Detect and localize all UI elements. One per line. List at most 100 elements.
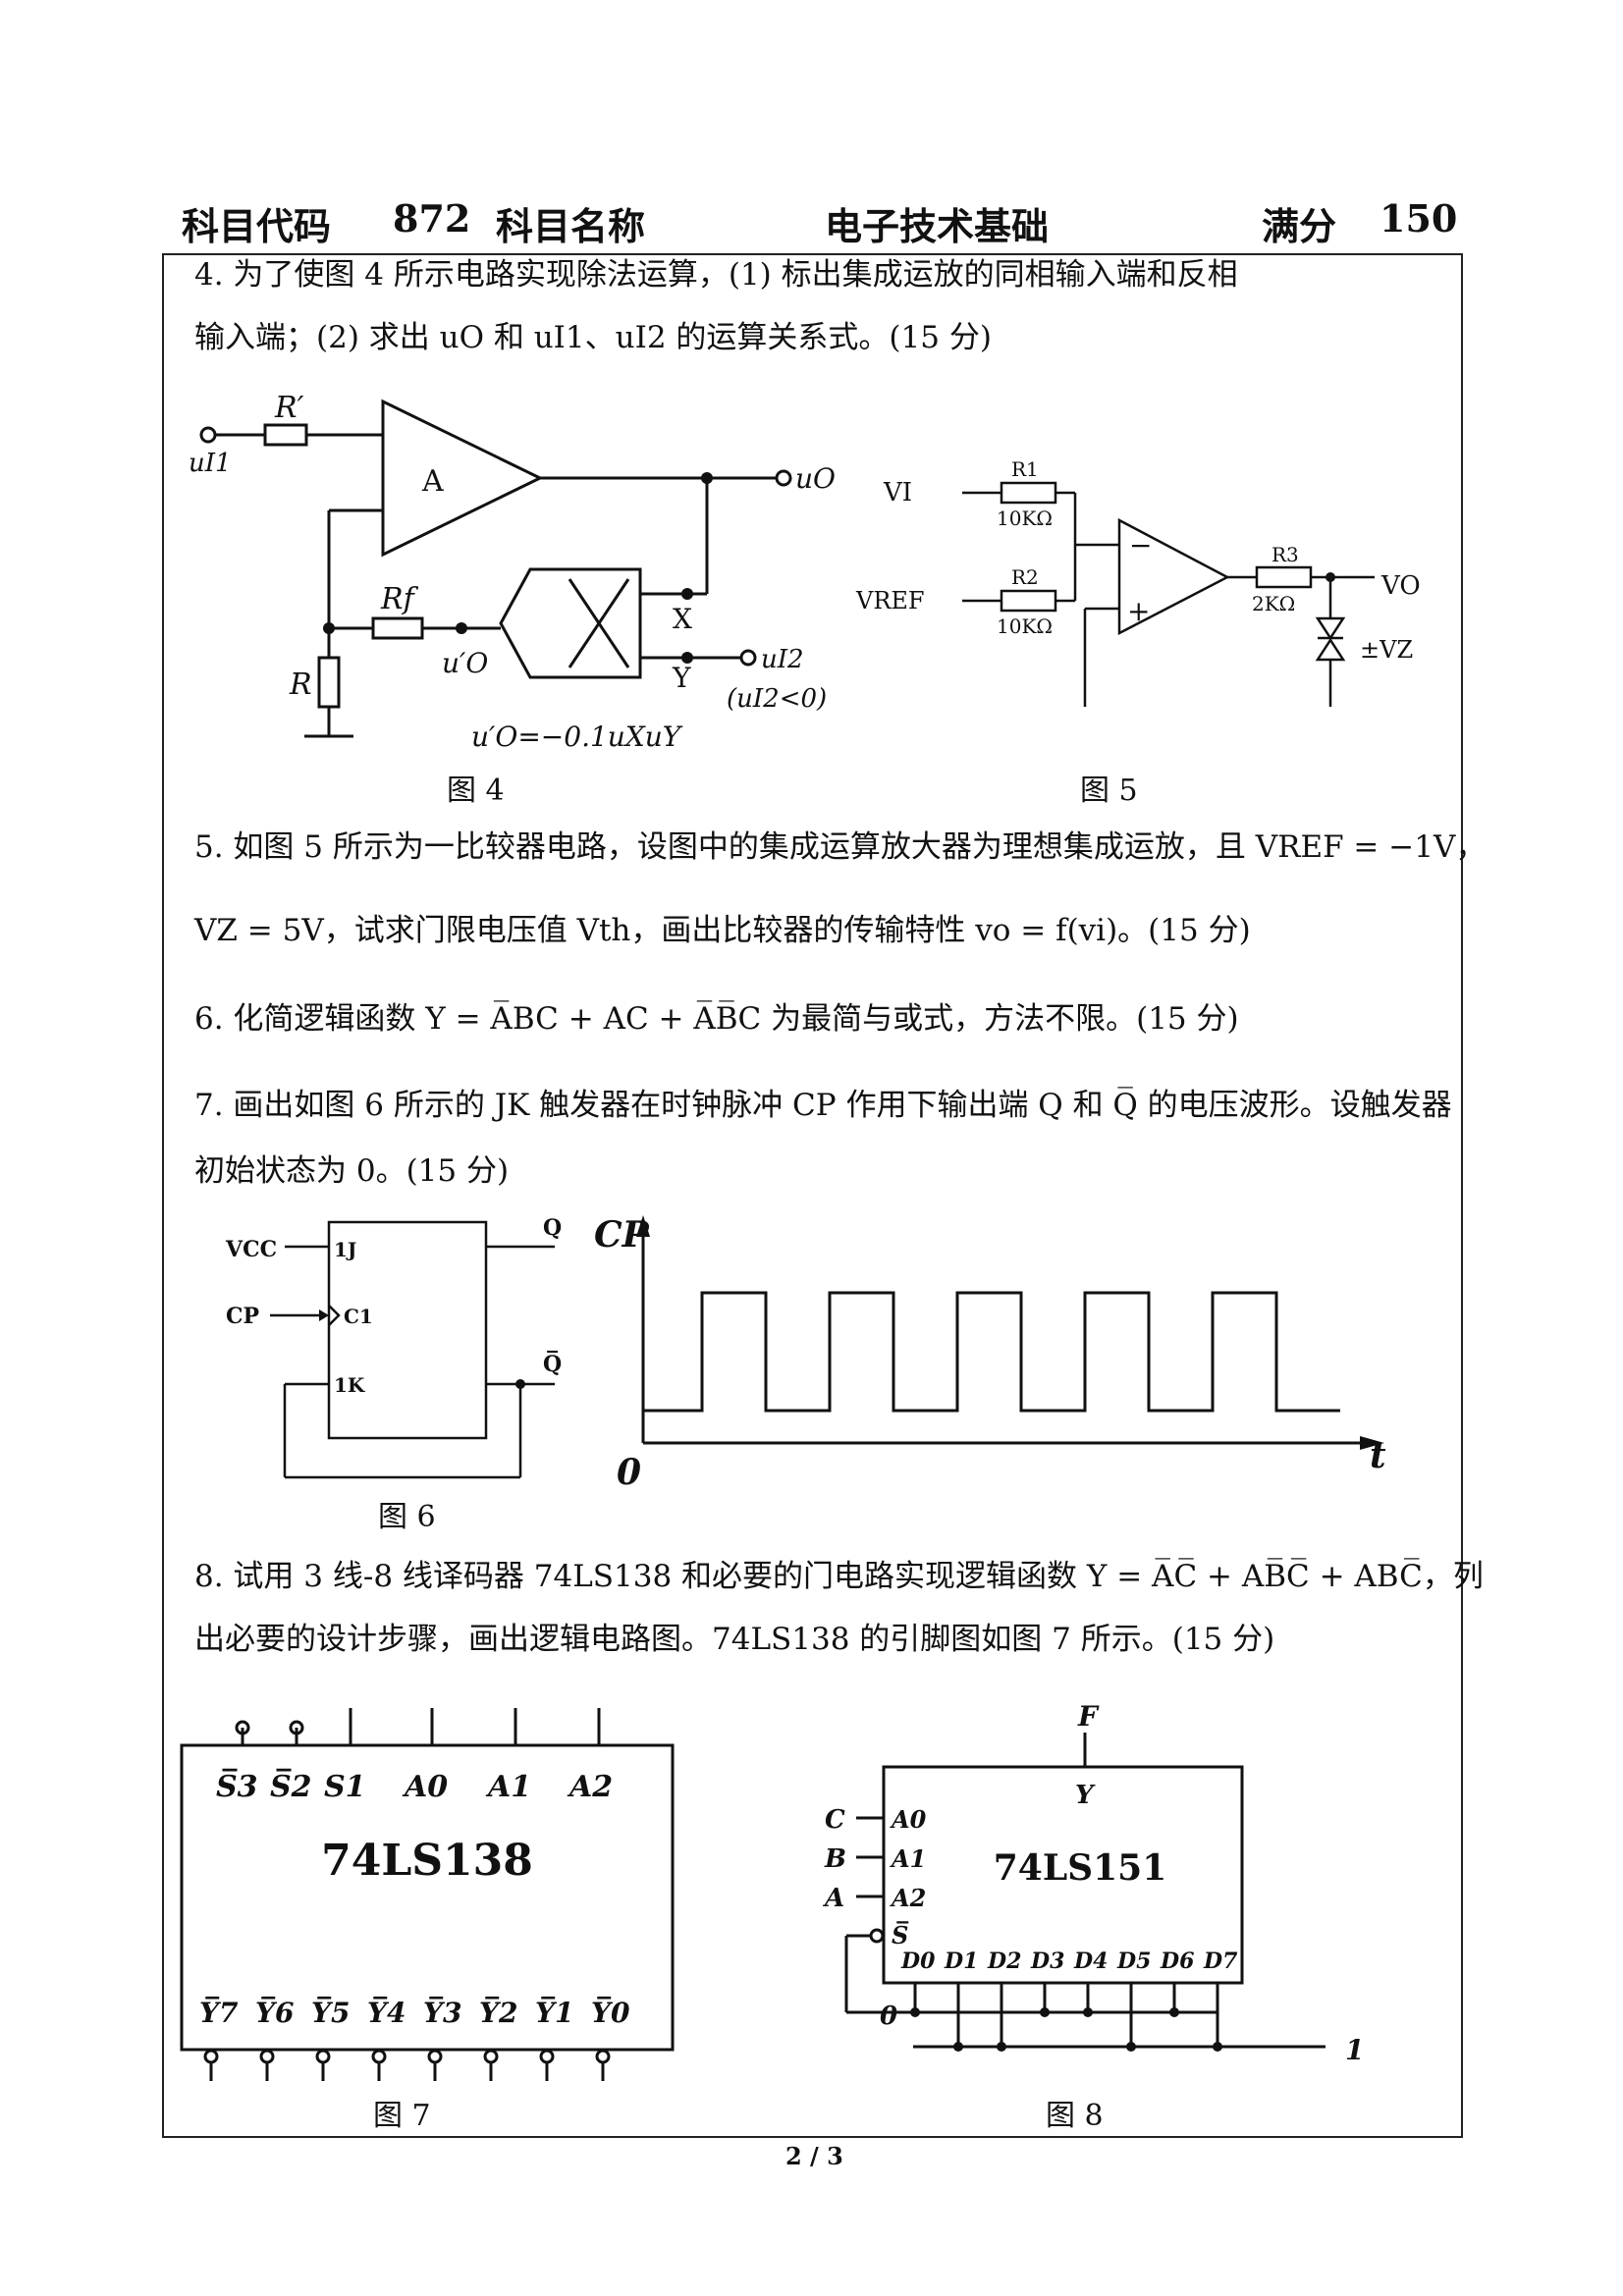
fig4-y: Y [672,662,691,694]
fig5-r1: R1 [1011,457,1039,481]
fig6-cp: CP [226,1304,259,1329]
fig4-condition: (uI2<0) [727,684,827,714]
fig8-c: C [825,1805,845,1835]
fig5-r2: R2 [1011,565,1039,589]
fig8-d-pin-5: D5 [1116,1949,1151,1974]
q5-line1: 5. 如图 5 所示为一比较器电路，设图中的集成运算放大器为理想集成运放，且 V… [194,829,1487,865]
fig4-r: R [289,667,312,702]
fig8-d-pin-2: D2 [987,1949,1021,1974]
code-value: 872 [393,196,471,240]
fig5-r1-value: 10KΩ [997,507,1053,530]
fig5-r3-value: 2KΩ [1252,592,1295,615]
fig4-u-o-prime: u′O [442,647,488,679]
fig7-top-pin-2: S1 [324,1770,366,1804]
fig8-d-pin-6: D6 [1160,1949,1194,1974]
fig8-a: A [822,1884,844,1913]
q5-line2: VZ = 5V，试求门限电压值 Vth，画出比较器的传输特性 vo = f(vi… [194,913,1251,948]
fig8-d-junction-1 [953,2042,963,2052]
fig4-amp-label: A [421,464,444,499]
chip-74ls138-label: 74LS138 [321,1836,533,1886]
fig7-bottom-pin-3: Y̅4 [367,1996,406,2029]
fig8-d-pin-7: D7 [1203,1949,1238,1974]
q4-line1: 4. 为了使图 4 所示电路实现除法运算，(1) 标出集成运放的同相输入端和反相 [194,257,1238,293]
fig8-a0: A0 [890,1805,927,1834]
fig6-q: Q [543,1215,562,1241]
fig5-vi: VI [883,478,912,507]
fig6-c1: C1 [344,1305,373,1328]
name-label: 科目名称 [496,204,646,248]
fig4-u-i2: uI2 [761,645,804,674]
fig5-r2-value: 10KΩ [997,614,1053,638]
fig4-rf: Rf [380,582,419,616]
fig8-a2: A2 [890,1884,926,1912]
fig7-bottom-pin-5: Y̅2 [479,1996,517,2029]
fig7-bottom-pin-7: Y̅0 [591,1996,630,2029]
fig8-d-junction-2 [997,2042,1006,2052]
fig5-minus: − [1129,529,1152,561]
score-label: 满分 [1262,204,1337,248]
fig7-caption: 图 7 [373,2099,431,2133]
fig5-vo: VO [1380,571,1421,601]
figure-6: VCC 1J CP C1 1K Q Q̅ [225,1215,562,1479]
fig5-vref: VREF [855,587,925,614]
q4-line2: 输入端；(2) 求出 uO 和 uI1、uI2 的运算关系式。(15 分) [194,320,992,355]
fig7-top-pin-3: A0 [402,1770,448,1804]
fig7-top-pin-0: S̅3 [216,1769,258,1804]
fig8-d-pin-0: D0 [900,1949,936,1974]
fig8-d-pin-1: D1 [944,1949,978,1974]
fig4-x: X [673,603,692,635]
code-label: 科目代码 [182,204,332,248]
q7-line2: 初始状态为 0。(15 分) [194,1153,510,1189]
fig5-vz: ±VZ [1360,636,1413,664]
fig8-d-junction-4 [1083,2007,1093,2017]
fig8-d-junction-5 [1126,2042,1136,2052]
origin-label: 0 [617,1452,641,1493]
fig8-s: S̅ [892,1921,908,1949]
fig8-caption: 图 8 [1046,2099,1104,2133]
fig6-j: 1J [334,1238,356,1261]
fig4-u-i1: uI1 [189,449,232,478]
fig8-d-pin-4: D4 [1073,1949,1108,1974]
fig7-bottom-pin-2: Y̅5 [311,1996,350,2029]
fig8-d-junction-3 [1040,2007,1050,2017]
t-axis-label: t [1370,1435,1386,1476]
fig4-caption: 图 4 [447,774,505,808]
fig6-vcc: VCC [225,1237,277,1262]
cp-axis-label: CP [594,1214,650,1255]
fig7-top-pin-5: A2 [567,1770,613,1804]
exam-header: 科目代码 872 科目名称 电子技术基础 满分 150 [182,188,1458,248]
name-value: 电子技术基础 [825,204,1050,248]
fig6-caption: 图 6 [378,1500,436,1534]
cp-pulse-train [643,1291,1340,1413]
fig8-one: 1 [1345,2034,1364,2066]
chip-74ls151-label: 74LS151 [994,1847,1167,1889]
fig5-caption: 图 5 [1080,774,1138,808]
fig5-plus: + [1127,595,1150,627]
fig8-d-junction-6 [1169,2007,1179,2017]
page-number: 2 / 3 [785,2142,843,2170]
fig8-d-junction-7 [1213,2042,1222,2052]
fig8-zero: 0 [880,2002,897,2031]
fig4-r-prime: R′ [274,391,304,425]
fig4-u-o: uO [795,462,836,495]
fig7-bottom-pin-6: Y̅1 [535,1996,573,2029]
fig5-r3: R3 [1271,543,1299,566]
fig8-b: B [824,1844,846,1874]
fig7-top-pin-4: A1 [485,1770,531,1804]
cp-waveform: CP 0 t [594,1214,1386,1493]
q6-line1: 6. 化简逻辑函数 Y = A̅BC + AC + A̅B̅C 为最简与或式，方… [194,1001,1239,1037]
fig7-bottom-pin-1: Y̅6 [255,1996,294,2029]
q7-line1: 7. 画出如图 6 所示的 JK 触发器在时钟脉冲 CP 作用下输出端 Q 和 … [194,1088,1452,1123]
q8-line1: 8. 试用 3 线-8 线译码器 74LS138 和必要的门电路实现逻辑函数 Y… [194,1559,1484,1594]
fig7-bottom-pin-4: Y̅3 [423,1996,461,2029]
figure-4: R′ uI1 A uO Rf u′O X Y uI2 (uI2<0) R u′O… [189,391,836,753]
fig8-a1: A1 [890,1844,926,1873]
fig6-qbar: Q̅ [543,1350,562,1377]
fig6-k: 1K [334,1373,365,1397]
fig7-bottom-pin-0: Y̅7 [199,1996,239,2029]
score-value: 150 [1380,196,1458,240]
fig8-d-junction-0 [910,2007,920,2017]
fig8-d-pin-3: D3 [1030,1949,1064,1974]
